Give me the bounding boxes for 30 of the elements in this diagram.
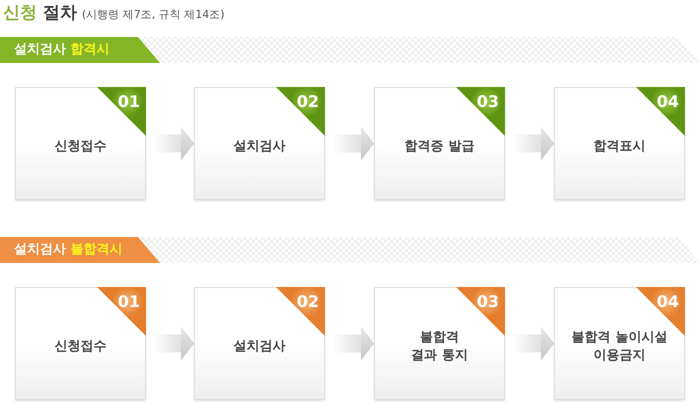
step-label: 불합격 놀이시설 이용금지 (570, 328, 668, 364)
step-label: 합격증 발급 (404, 138, 474, 156)
step-box (554, 287, 685, 400)
title: 신청 절차 (3, 2, 77, 24)
step-number: 04 (656, 93, 679, 111)
band-title: 설치검사 불합격시 (14, 241, 123, 259)
step-label: 신청접수 (54, 138, 106, 156)
band-title: 설치검사 합격시 (14, 41, 110, 59)
step-number: 03 (476, 93, 499, 111)
step-box (374, 87, 505, 200)
step-number: 04 (656, 293, 679, 311)
step-label: 설치검사 (234, 138, 286, 156)
reference-note: (시행령 제7조, 규칙 제14조) (82, 8, 224, 22)
step-label: 합격표시 (594, 138, 646, 156)
step-box (554, 87, 685, 200)
step-label: 신청접수 (54, 338, 106, 356)
step-label: 설치검사 (234, 338, 286, 356)
section-band (0, 37, 160, 63)
step-label: 불합격 결과 통지 (410, 328, 469, 364)
step-box (374, 287, 505, 400)
section-band (0, 237, 160, 263)
step-box (194, 287, 325, 400)
step-box (15, 87, 146, 200)
step-box (194, 87, 325, 200)
step-number: 02 (296, 293, 319, 311)
step-number: 03 (476, 293, 499, 311)
step-number: 01 (118, 93, 140, 111)
step-number: 01 (118, 293, 140, 311)
step-box (15, 287, 146, 400)
step-number: 02 (296, 93, 319, 111)
